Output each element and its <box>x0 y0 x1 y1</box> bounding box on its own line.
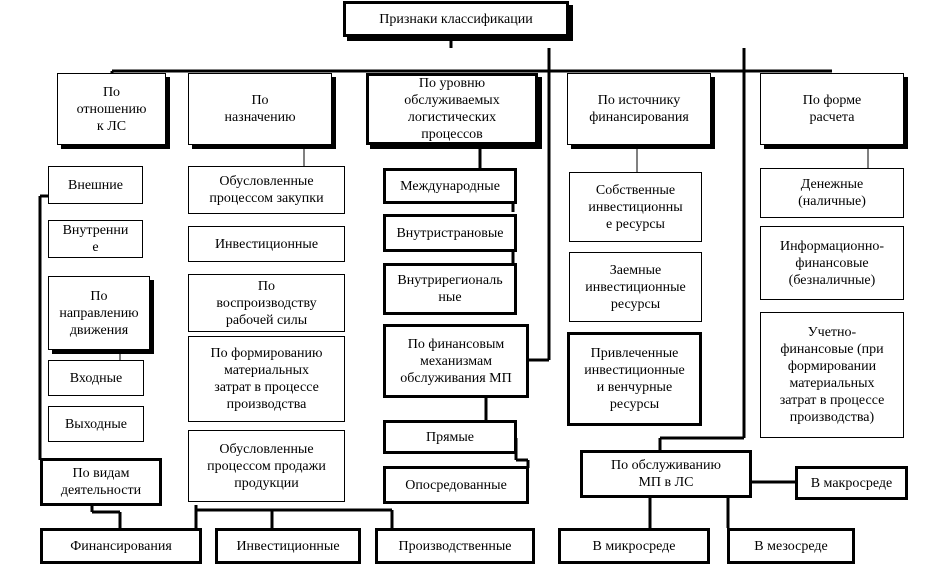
direction-title: По направлению движения <box>48 276 150 350</box>
activity-production: Производственные <box>375 528 535 564</box>
financing-attracted: Привлеченные инвестиционные и венчурные … <box>567 332 702 426</box>
mechanisms-indirect: Опосредованные <box>383 466 529 504</box>
relation-ls-internal: Внутренни е <box>48 220 143 258</box>
category-relation-ls: По отношению к ЛС <box>57 73 166 145</box>
purpose-sales: Обусловленные процессом продажи продукци… <box>188 430 345 502</box>
servicing-meso: В мезосреде <box>727 528 855 564</box>
service-domestic: Внутристрановые <box>383 214 517 252</box>
servicing-title: По обслуживанию МП в ЛС <box>580 450 752 498</box>
service-international: Международные <box>383 168 517 204</box>
purpose-investment: Инвестиционные <box>188 226 345 262</box>
payment-accounting: Учетно- финансовые (при формировании мат… <box>760 312 904 438</box>
service-regional: Внутрирегиональ ные <box>383 263 517 315</box>
servicing-macro: В макросреде <box>795 466 908 500</box>
purpose-material-costs: По формированию материальных затрат в пр… <box>188 336 345 422</box>
category-purpose: По назначению <box>188 73 332 145</box>
purpose-workforce: По воспроизводству рабочей силы <box>188 274 345 332</box>
activity-title: По видам деятельности <box>40 458 162 506</box>
category-payment-form: По форме расчета <box>760 73 904 145</box>
payment-cash: Денежные (наличные) <box>760 168 904 218</box>
category-service-level: По уровню обслуживаемых логистических пр… <box>366 73 538 145</box>
payment-cashless: Информационно- финансовые (безналичные) <box>760 226 904 300</box>
mechanisms-title: По финансовым механизмам обслуживания МП <box>383 324 529 398</box>
activity-financing: Финансирования <box>40 528 202 564</box>
root-node: Признаки классификации <box>343 1 569 37</box>
activity-investment: Инвестиционные <box>215 528 361 564</box>
mechanisms-direct: Прямые <box>383 420 517 454</box>
servicing-micro: В микросреде <box>558 528 710 564</box>
financing-own: Собственные инвестиционны е ресурсы <box>569 172 702 242</box>
direction-incoming: Входные <box>48 360 144 396</box>
relation-ls-external: Внешние <box>48 166 143 204</box>
direction-outgoing: Выходные <box>48 406 144 442</box>
financing-borrowed: Заемные инвестиционные ресурсы <box>569 252 702 322</box>
category-financing-source: По источнику финансирования <box>567 73 711 145</box>
purpose-procurement: Обусловленные процессом закупки <box>188 166 345 214</box>
